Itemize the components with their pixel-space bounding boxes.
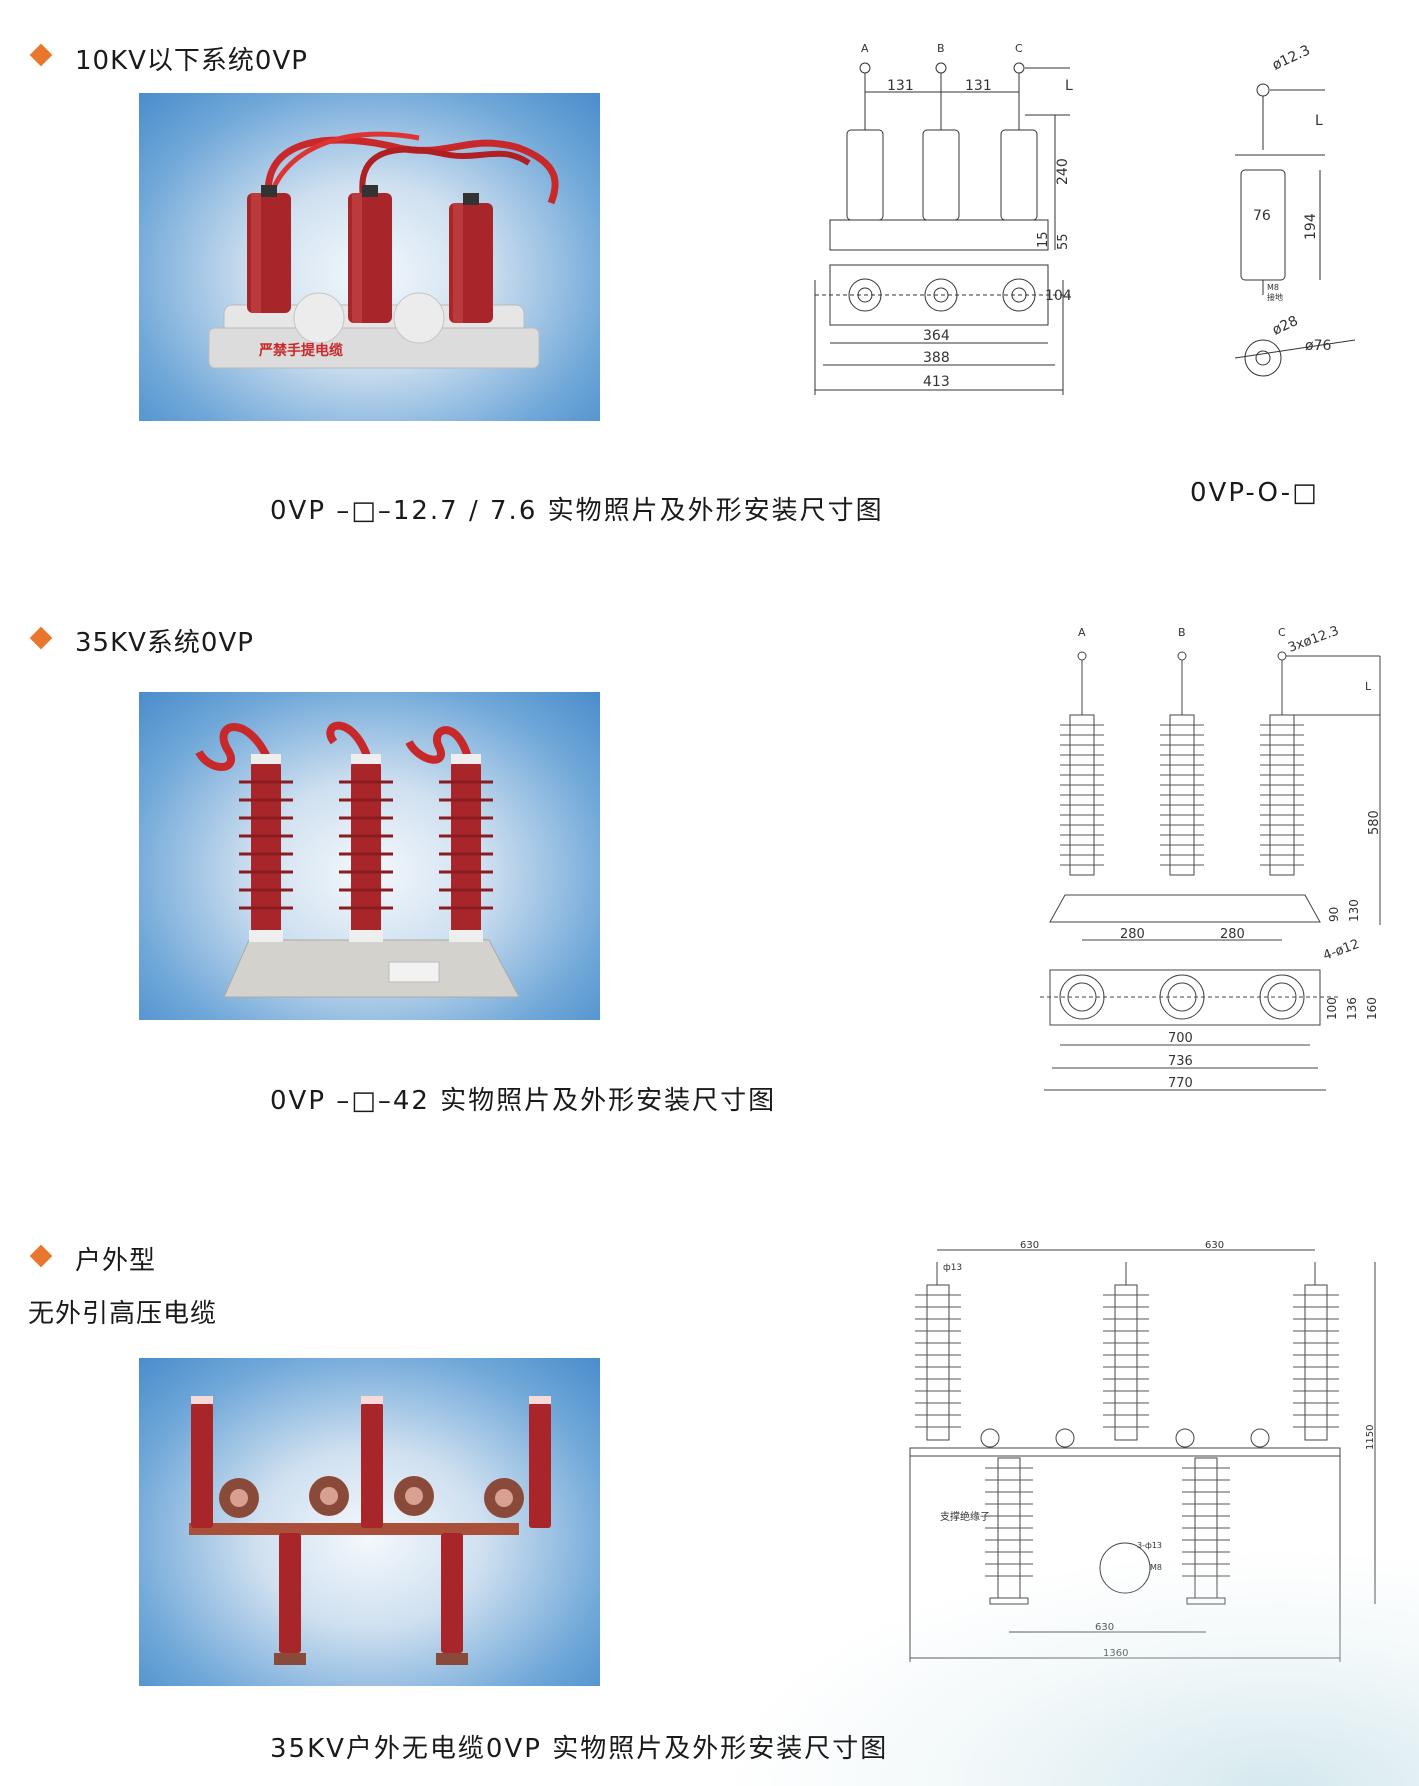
caption-outdoor: 35KV户外无电缆0VP 实物照片及外形安装尺寸图 xyxy=(270,1734,889,1764)
dim-736: 736 xyxy=(1168,1054,1193,1069)
phase-c-label: C xyxy=(1015,42,1023,55)
side-drawing-10kv: ø12.3 L 76 194 M8 接地 ø28 ø76 xyxy=(1215,40,1365,410)
dimension-drawing-10kv: A B C 131 131 L 240 15 55 104 364 388 xyxy=(805,40,1085,445)
dim-l: L xyxy=(1065,78,1073,94)
caption-10kv: 0VP –□–12.7 / 7.6 实物照片及外形安装尺寸图 xyxy=(270,496,884,526)
section-bullet-1 xyxy=(29,43,53,67)
support-insulator-label: 支撑绝缘子 xyxy=(940,1510,990,1523)
product-photo-35kv xyxy=(139,692,600,1020)
dim-160: 160 xyxy=(1365,997,1379,1020)
dim-76: 76 xyxy=(1253,208,1271,224)
dim-364: 364 xyxy=(923,328,950,344)
section-bullet-2 xyxy=(29,626,53,650)
decorative-wave xyxy=(719,1546,1419,1786)
dim-dia-12-3: ø12.3 xyxy=(1270,42,1313,73)
dim-55: 55 xyxy=(1056,233,1071,250)
dim-dia-28: ø28 xyxy=(1270,313,1301,339)
section-subheading-3: 无外引高压电缆 xyxy=(28,1299,218,1329)
dim-l-side: L xyxy=(1315,113,1323,129)
dim-100: 100 xyxy=(1325,997,1339,1020)
phase-b-label-35kv: B xyxy=(1178,626,1186,639)
section-bullet-3 xyxy=(29,1244,53,1268)
dim-90: 90 xyxy=(1327,907,1341,922)
dim-phi-13: ф13 xyxy=(943,1263,962,1273)
dim-194: 194 xyxy=(1303,213,1319,240)
section-heading-3: 户外型 xyxy=(75,1246,157,1276)
phase-a-label-35kv: A xyxy=(1078,626,1086,639)
product-photo-10kv: 严禁手提电缆 xyxy=(139,93,600,421)
dim-l-35kv: L xyxy=(1365,680,1372,693)
dim-104: 104 xyxy=(1045,288,1072,304)
dim-770: 770 xyxy=(1168,1076,1193,1091)
section-heading-1: 10KV以下系统0VP xyxy=(75,46,308,76)
dim-388: 388 xyxy=(923,350,950,366)
caption-10kv-side: 0VP-O-□ xyxy=(1190,478,1319,508)
dim-3-phi-13: 3-ф13 xyxy=(1137,1541,1162,1550)
dimension-drawing-35kv: A B C 3xø12.3 L 580 90 130 280 280 4-ø12 xyxy=(1040,620,1400,1100)
dim-413: 413 xyxy=(923,374,950,390)
dim-280-left: 280 xyxy=(1120,927,1145,942)
product-photo-outdoor xyxy=(139,1358,600,1686)
dim-131-right: 131 xyxy=(965,78,992,94)
dim-4-dia-12: 4-ø12 xyxy=(1321,937,1361,964)
dim-630-left: 630 xyxy=(1020,1240,1039,1251)
phase-c-label-35kv: C xyxy=(1278,626,1286,639)
dim-15: 15 xyxy=(1036,231,1051,248)
dim-3x-dia: 3xø12.3 xyxy=(1286,624,1341,656)
phase-b-label: B xyxy=(937,42,945,55)
section-heading-2: 35KV系统0VP xyxy=(75,628,254,658)
dim-580: 580 xyxy=(1367,810,1382,835)
dim-136: 136 xyxy=(1345,997,1359,1020)
dim-700: 700 xyxy=(1168,1031,1193,1046)
phase-a-label: A xyxy=(861,42,869,55)
dim-m8: M8 xyxy=(1267,283,1279,292)
dim-1150: 1150 xyxy=(1365,1425,1376,1450)
dim-131-left: 131 xyxy=(887,78,914,94)
photo-warning-label: 严禁手提电缆 xyxy=(258,342,343,359)
dim-630-right: 630 xyxy=(1205,1240,1224,1251)
dim-280-right: 280 xyxy=(1220,927,1245,942)
dim-130: 130 xyxy=(1347,899,1361,922)
caption-35kv: 0VP –□–42 实物照片及外形安装尺寸图 xyxy=(270,1086,777,1116)
dim-240: 240 xyxy=(1055,158,1071,185)
ground-label: 接地 xyxy=(1267,292,1283,302)
